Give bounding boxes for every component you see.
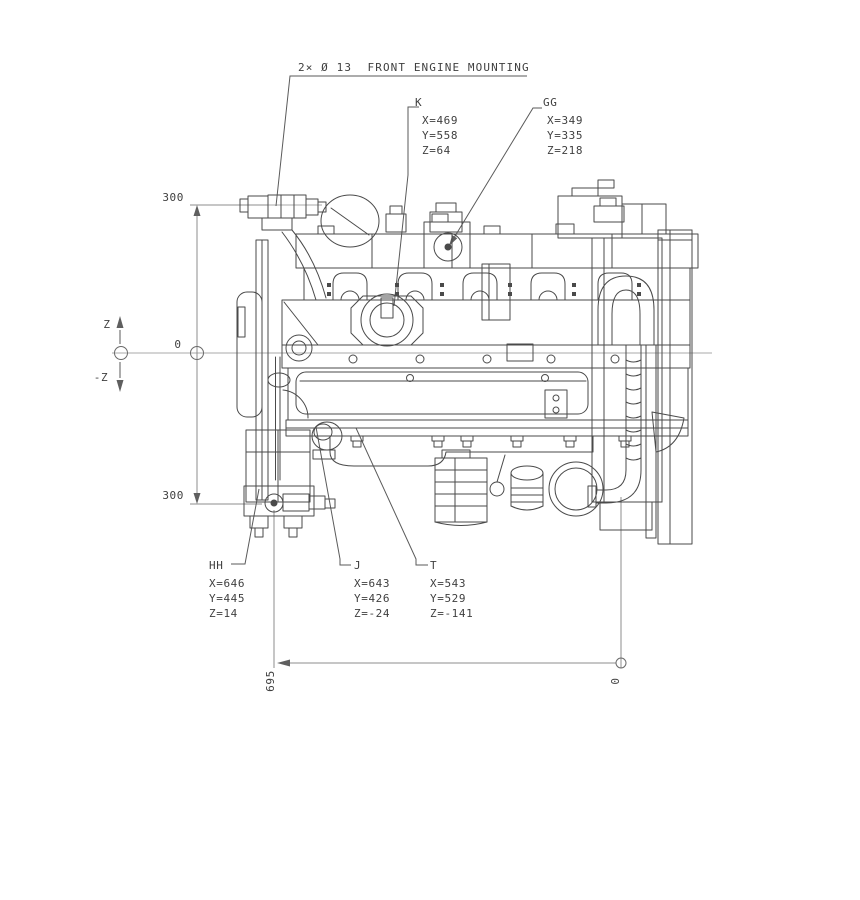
callout-HH-z: Z=14 [209, 607, 238, 620]
pan-bolts [350, 435, 632, 448]
callout-K-x: X=469 [422, 114, 459, 127]
engine-view [236, 179, 699, 545]
callout-GG: GG X=349 Y=335 Z=218 [543, 96, 583, 158]
flywheel-housing-and-turbo [557, 179, 693, 545]
callout-HH-label: HH [209, 559, 224, 572]
callout-GG-z: Z=218 [547, 144, 584, 157]
callout-GG-x: X=349 [547, 114, 584, 127]
callout-HH-x: X=646 [209, 577, 246, 590]
callout-T-z: Z=-141 [430, 607, 474, 620]
axis-label-negative-z: -Z [93, 371, 109, 384]
callout-T: T X=543 Y=529 Z=-141 [430, 559, 473, 621]
dimension-horizontal-length: 695 [263, 670, 277, 692]
front-gear-train [236, 239, 343, 503]
cylinder-block [281, 293, 691, 421]
callout-GG-y: Y=335 [547, 129, 584, 142]
oil-pan [285, 419, 689, 467]
callout-J: J X=643 Y=426 Z=-24 [354, 559, 390, 621]
callout-GG-coords: X=349 Y=335 Z=218 [547, 113, 583, 158]
valve-cover [295, 194, 699, 269]
callout-T-label: T [430, 559, 438, 572]
callout-T-x: X=543 [430, 577, 467, 590]
axis-label-origin: 0 [174, 338, 182, 351]
dimension-horizontal-origin: 0 [608, 677, 622, 685]
dimension-lines [112, 204, 712, 669]
callout-J-x: X=643 [354, 577, 391, 590]
front-engine-mount-top [239, 194, 327, 301]
front-engine-mount-bottom [243, 485, 336, 538]
callout-HH-y: Y=445 [209, 592, 246, 605]
dimension-vertical-lower: 300 [162, 489, 184, 502]
callout-T-y: Y=529 [430, 592, 467, 605]
callout-J-z: Z=-24 [354, 607, 391, 620]
leader-lines [231, 75, 542, 566]
callout-K-y: Y=558 [422, 129, 459, 142]
callout-T-coords: X=543 Y=529 Z=-141 [430, 576, 473, 621]
axis-label-positive-z: Z [103, 318, 111, 331]
drawing-title: 2× Ø 13 FRONT ENGINE MOUNTING [298, 61, 530, 74]
callout-J-y: Y=426 [354, 592, 391, 605]
callout-HH-coords: X=646 Y=445 Z=14 [209, 576, 245, 621]
oil-filter-and-starter [434, 449, 604, 526]
callout-K-z: Z=64 [422, 144, 451, 157]
callout-J-coords: X=643 Y=426 Z=-24 [354, 576, 390, 621]
callout-GG-label: GG [543, 96, 558, 109]
callout-J-label: J [354, 559, 362, 572]
callout-K-label: K [415, 96, 423, 109]
cylinder-head [303, 263, 691, 321]
callout-K-coords: X=469 Y=558 Z=64 [422, 113, 458, 158]
callout-HH: HH X=646 Y=445 Z=14 [209, 559, 245, 621]
dimension-vertical-upper: 300 [162, 191, 184, 204]
callout-K: K X=469 Y=558 Z=64 [415, 96, 458, 158]
